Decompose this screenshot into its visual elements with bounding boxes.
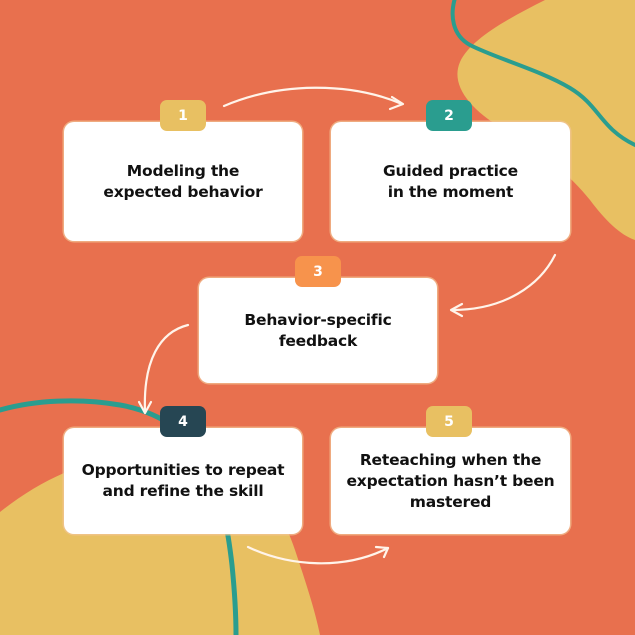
top-right-squiggle [450, 0, 635, 147]
step-badge-5: 5 [426, 406, 472, 437]
step-number-3: 3 [313, 263, 323, 280]
step-card-4: Opportunities to repeat and refine the s… [64, 428, 302, 534]
step-number-5: 5 [444, 413, 454, 430]
step-number-2: 2 [444, 107, 454, 124]
step-label-3: Behavior-specific feedback [244, 310, 392, 350]
step-label-4: Opportunities to repeat and refine the s… [81, 461, 285, 500]
step-badge-1: 1 [160, 100, 206, 131]
step-label-5: Reteaching when the expectation hasn’t b… [346, 450, 555, 511]
step-badge-2: 2 [426, 100, 472, 131]
step-card-2: Guided practice in the moment [331, 122, 570, 241]
step-label-1: Modeling the expected behavior [103, 161, 263, 201]
step-number-4: 4 [178, 413, 188, 430]
step-card-1: Modeling the expected behavior [64, 122, 302, 241]
curved-arrow-right-icon [246, 545, 390, 565]
curved-arrow-right-icon [222, 86, 405, 111]
curved-arrow-down-icon [137, 323, 190, 415]
step-label-2: Guided practice in the moment [383, 161, 518, 201]
curved-arrow-left-icon [449, 253, 557, 318]
step-number-1: 1 [178, 107, 188, 124]
step-card-3: Behavior-specific feedback [199, 278, 437, 383]
step-badge-3: 3 [295, 256, 341, 287]
step-card-5: Reteaching when the expectation hasn’t b… [331, 428, 570, 534]
step-badge-4: 4 [160, 406, 206, 437]
